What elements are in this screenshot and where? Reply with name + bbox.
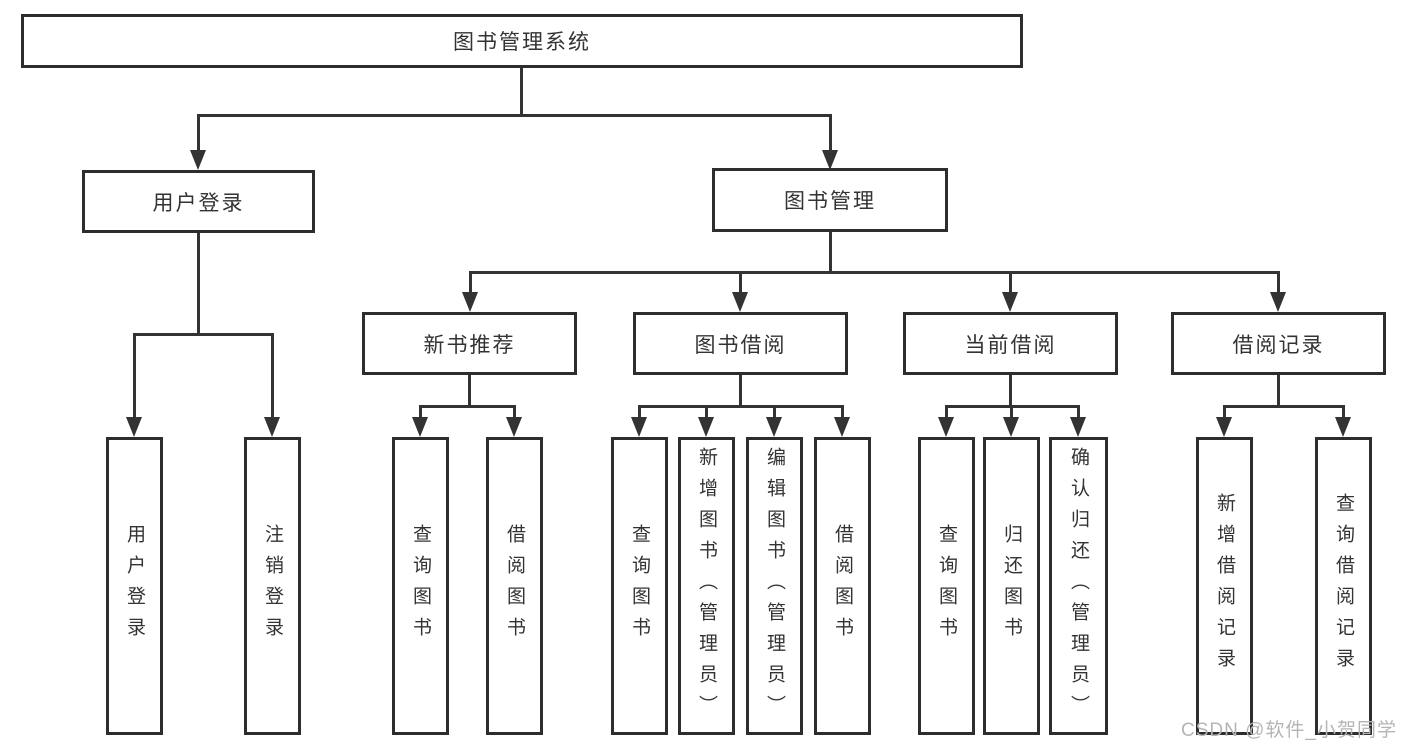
connector-borrow-drop-3 bbox=[773, 405, 776, 418]
leaf-add-borrow-record: 新增借阅记录 bbox=[1196, 437, 1253, 735]
arrowhead-down-icon bbox=[506, 417, 522, 437]
leaf-borrow-books-recommend-label: 借阅图书 bbox=[504, 524, 525, 648]
leaf-query-books-borrow: 查询图书 bbox=[611, 437, 668, 735]
leaf-add-book-admin: 新增图书（管理员） bbox=[678, 437, 735, 735]
connector-borrow-drop-2 bbox=[705, 405, 708, 418]
leaf-query-books-current-label: 查询图书 bbox=[936, 524, 957, 648]
leaf-edit-book-admin: 编辑图书（管理员） bbox=[746, 437, 803, 735]
leaf-logout-label: 注销登录 bbox=[262, 524, 283, 648]
leaf-query-books-current: 查询图书 bbox=[918, 437, 975, 735]
connector-bookmgmt-stem bbox=[829, 232, 832, 274]
leaf-add-book-admin-label: 新增图书（管理员） bbox=[696, 446, 717, 726]
arrowhead-down-icon bbox=[462, 292, 478, 312]
arrowhead-down-icon bbox=[822, 150, 838, 170]
leaf-query-borrow-record-label: 查询借阅记录 bbox=[1333, 493, 1354, 679]
connector-recommend-stem bbox=[468, 375, 471, 408]
node-book-borrow: 图书借阅 bbox=[633, 312, 848, 375]
leaf-confirm-return-admin: 确认归还（管理员） bbox=[1049, 437, 1108, 735]
leaf-logout: 注销登录 bbox=[244, 437, 301, 735]
connector-records-drop-1 bbox=[1223, 405, 1226, 418]
arrowhead-down-icon bbox=[732, 292, 748, 312]
leaf-borrow-books-recommend: 借阅图书 bbox=[486, 437, 543, 735]
leaf-edit-book-admin-label: 编辑图书（管理员） bbox=[764, 446, 785, 726]
connector-bookmgmt-drop-4 bbox=[1277, 271, 1280, 293]
connector-borrow-stem bbox=[739, 375, 742, 408]
connector-bookmgmt-drop-1 bbox=[469, 271, 472, 293]
leaf-confirm-return-admin-label: 确认归还（管理员） bbox=[1068, 446, 1089, 726]
leaf-borrow-books-label: 借阅图书 bbox=[832, 524, 853, 648]
connector-records-rail bbox=[1223, 405, 1345, 408]
arrowhead-down-icon bbox=[698, 417, 714, 437]
connector-recommend-rail bbox=[419, 405, 516, 408]
connector-records-drop-2 bbox=[1342, 405, 1345, 418]
watermark: CSDN @软件_小贺同学 bbox=[1181, 720, 1397, 741]
arrowhead-down-icon bbox=[126, 417, 142, 437]
connector-userlogin-stem bbox=[197, 233, 200, 336]
leaf-query-borrow-record: 查询借阅记录 bbox=[1315, 437, 1372, 735]
node-root-label: 图书管理系统 bbox=[453, 31, 591, 54]
connector-root-stem bbox=[520, 68, 523, 116]
leaf-user-login: 用户登录 bbox=[106, 437, 163, 735]
node-new-book-recommend: 新书推荐 bbox=[362, 312, 577, 375]
arrowhead-down-icon bbox=[1070, 417, 1086, 437]
connector-current-stem bbox=[1009, 375, 1012, 408]
leaf-query-books-recommend-label: 查询图书 bbox=[410, 524, 431, 648]
connector-bookmgmt-drop-2 bbox=[739, 271, 742, 293]
arrowhead-down-icon bbox=[1270, 292, 1286, 312]
arrowhead-down-icon bbox=[1216, 417, 1232, 437]
connector-current-drop-3 bbox=[1077, 405, 1080, 418]
connector-bookmgmt-rail bbox=[469, 271, 1280, 274]
arrowhead-down-icon bbox=[412, 417, 428, 437]
connector-userlogin-rail bbox=[133, 333, 274, 336]
connector-userlogin-drop-1 bbox=[133, 333, 136, 418]
node-borrow-records-label: 借阅记录 bbox=[1232, 333, 1325, 357]
node-user-login: 用户登录 bbox=[82, 170, 315, 233]
node-book-management-label: 图书管理 bbox=[784, 190, 876, 213]
leaf-query-books-recommend: 查询图书 bbox=[392, 437, 449, 735]
connector-root-rail bbox=[197, 114, 832, 117]
node-current-borrow: 当前借阅 bbox=[903, 312, 1118, 375]
arrowhead-down-icon bbox=[834, 417, 850, 437]
connector-current-drop-1 bbox=[945, 405, 948, 418]
connector-current-drop-2 bbox=[1010, 405, 1013, 418]
node-book-management: 图书管理 bbox=[712, 168, 948, 232]
connector-root-drop-left bbox=[197, 114, 200, 151]
node-user-login-label: 用户登录 bbox=[152, 191, 245, 215]
connector-borrow-drop-1 bbox=[638, 405, 641, 418]
leaf-return-book-label: 归还图书 bbox=[1001, 524, 1022, 648]
leaf-query-books-borrow-label: 查询图书 bbox=[629, 524, 650, 648]
leaf-user-login-label: 用户登录 bbox=[124, 524, 145, 648]
leaf-return-book: 归还图书 bbox=[983, 437, 1040, 735]
arrowhead-down-icon bbox=[264, 417, 280, 437]
arrowhead-down-icon bbox=[1002, 292, 1018, 312]
connector-userlogin-drop-2 bbox=[271, 333, 274, 418]
arrowhead-down-icon bbox=[1003, 417, 1019, 437]
connector-recommend-drop-2 bbox=[513, 405, 516, 418]
leaf-borrow-books: 借阅图书 bbox=[814, 437, 871, 735]
connector-records-stem bbox=[1277, 375, 1280, 408]
arrowhead-down-icon bbox=[631, 417, 647, 437]
arrowhead-down-icon bbox=[766, 417, 782, 437]
connector-borrow-drop-4 bbox=[841, 405, 844, 418]
node-book-borrow-label: 图书借阅 bbox=[694, 333, 787, 357]
node-new-book-recommend-label: 新书推荐 bbox=[423, 333, 516, 357]
arrowhead-down-icon bbox=[938, 417, 954, 437]
connector-bookmgmt-drop-3 bbox=[1009, 271, 1012, 293]
node-root: 图书管理系统 bbox=[21, 14, 1023, 68]
arrowhead-down-icon bbox=[190, 150, 206, 170]
node-current-borrow-label: 当前借阅 bbox=[964, 333, 1057, 357]
connector-borrow-rail bbox=[638, 405, 844, 408]
arrowhead-down-icon bbox=[1335, 417, 1351, 437]
connector-recommend-drop-1 bbox=[419, 405, 422, 418]
node-borrow-records: 借阅记录 bbox=[1171, 312, 1386, 375]
connector-root-drop-right bbox=[829, 114, 832, 151]
leaf-add-borrow-record-label: 新增借阅记录 bbox=[1214, 493, 1235, 679]
